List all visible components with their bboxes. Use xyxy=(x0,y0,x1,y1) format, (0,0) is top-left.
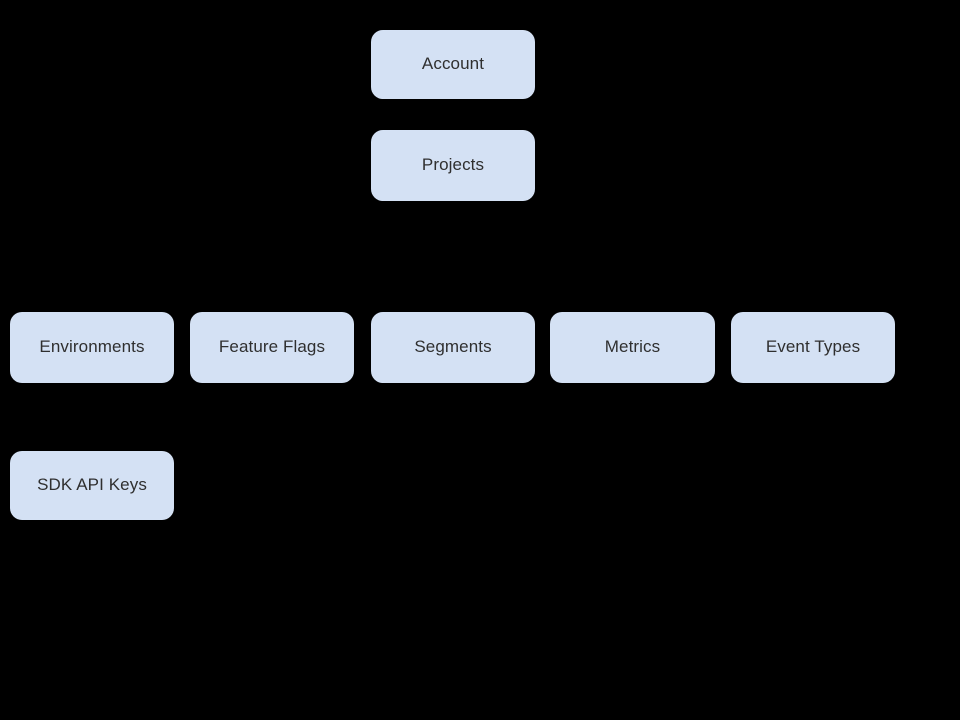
node-sdk-api-keys[interactable]: SDK API Keys xyxy=(10,451,174,520)
node-label-event-types: Event Types xyxy=(765,337,861,357)
node-environments[interactable]: Environments xyxy=(10,312,174,383)
node-event-types[interactable]: Event Types xyxy=(731,312,895,383)
node-label-feature-flags: Feature Flags xyxy=(218,337,326,357)
node-label-sdk-api-keys: SDK API Keys xyxy=(37,475,147,495)
node-metrics[interactable]: Metrics xyxy=(550,312,715,383)
node-label-segments: Segments xyxy=(414,337,492,357)
node-label-environments: Environments xyxy=(39,337,145,357)
node-feature-flags[interactable]: Feature Flags xyxy=(190,312,354,383)
node-label-metrics: Metrics xyxy=(604,337,661,357)
node-segments[interactable]: Segments xyxy=(371,312,535,383)
node-label-account: Account xyxy=(421,54,485,74)
node-label-projects: Projects xyxy=(421,155,485,175)
node-account[interactable]: Account xyxy=(371,30,535,99)
node-projects[interactable]: Projects xyxy=(371,130,535,201)
